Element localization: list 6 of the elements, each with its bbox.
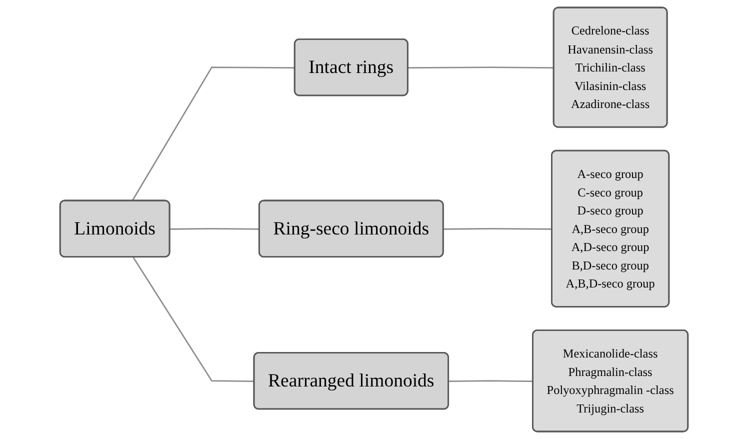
connector — [444, 228, 552, 230]
connector — [170, 228, 260, 230]
connector — [132, 66, 296, 202]
connector — [132, 256, 254, 382]
connector — [408, 66, 554, 68]
connector — [448, 380, 534, 382]
